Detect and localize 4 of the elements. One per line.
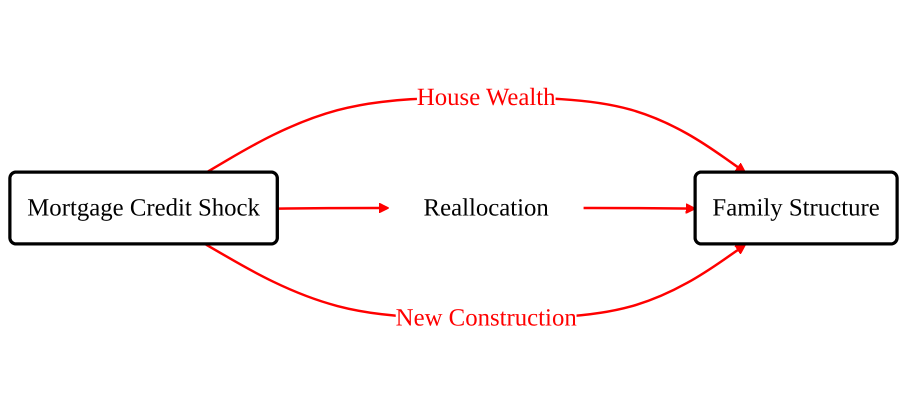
arrow — [278, 202, 390, 214]
node-text: Reallocation — [424, 194, 549, 222]
edge-label: New Construction — [396, 304, 577, 332]
edge-label: House Wealth — [416, 84, 556, 112]
